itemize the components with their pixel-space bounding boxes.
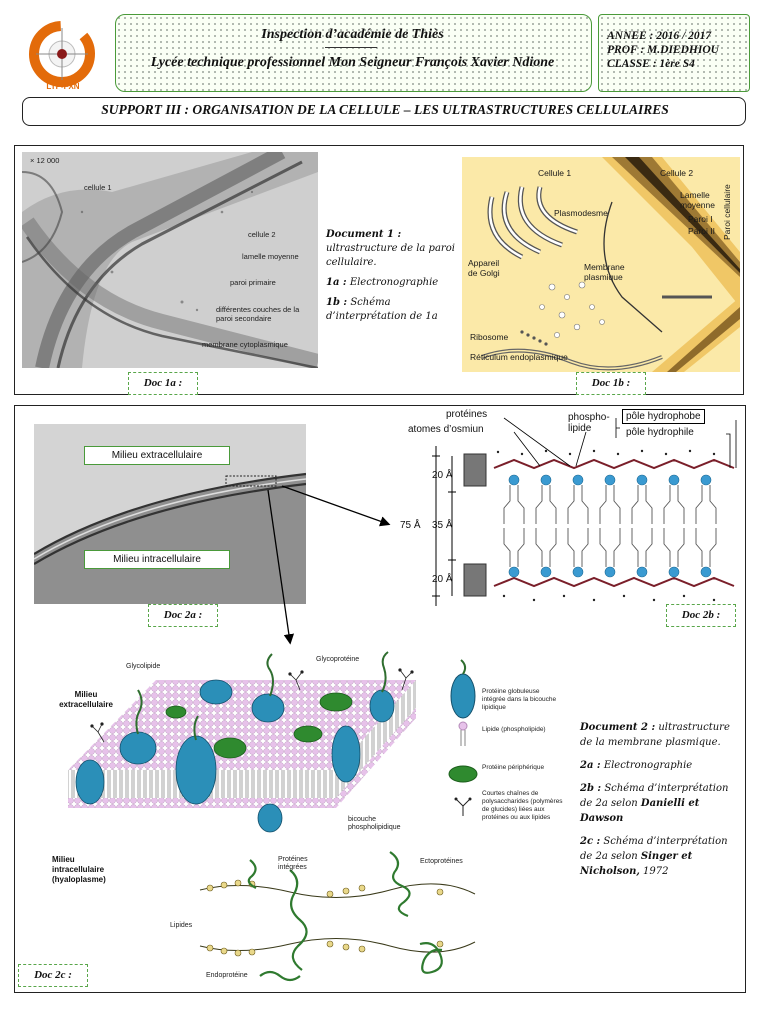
legend-icons xyxy=(448,659,478,816)
electron-micrograph-cell-wall xyxy=(22,152,318,368)
danielli-phospholipide: phospho- lipide xyxy=(568,412,610,434)
doc1-subtitle: ultrastructure de la paroi cellulaire. xyxy=(326,243,455,268)
school-logo xyxy=(29,21,95,87)
danielli-dawson-model xyxy=(424,446,740,606)
danielli-label-leaders xyxy=(503,417,737,468)
fluid-mosaic-model xyxy=(46,650,426,850)
teacher-name: PROF : M.DIEDHIOU xyxy=(607,44,719,56)
document2-caption: Document 2 : ultrastructure de la membra… xyxy=(580,720,740,879)
mosaic-milieu-extracellulaire: Milieu extracellulaire xyxy=(59,690,113,709)
doc2a-value: Electronographie xyxy=(603,760,693,771)
doc1a-value: Electronographie xyxy=(349,277,439,288)
magnification-label: × 12 000 xyxy=(30,156,60,165)
doc2c-value: Schéma d’interprétation de 2a selon xyxy=(580,836,728,862)
schema-paroi1: Paroi I xyxy=(688,214,713,224)
header-divider xyxy=(325,47,377,48)
schema-membrane-plasmique: Membrane plasmique xyxy=(584,262,625,282)
dim-75a: 75 Å xyxy=(400,520,421,531)
school-name: Lycée technique professionnel Mon Seigne… xyxy=(150,55,555,70)
mosaic-glycolipide: Glycolipide xyxy=(126,663,161,670)
danielli-pole-hydrophile: pôle hydrophile xyxy=(626,427,694,438)
sketch-proteines-integrees: Protéines intégrées xyxy=(278,856,308,871)
danielli-pole-hydrophobe: pôle hydrophobe xyxy=(622,409,705,424)
danielli-osmium: atomes d’osmiun xyxy=(408,424,484,435)
sketch-endoproteine: Endoprotéine xyxy=(206,972,248,979)
schema-cellule2: Cellule 2 xyxy=(660,168,694,178)
legend-chaines-polysaccharides: Courtes chaînes de polysaccharides (poly… xyxy=(482,790,563,821)
doc2a-label: Doc 2a : xyxy=(148,604,218,627)
inspection-title: Inspection d’académie de Thiès xyxy=(261,27,444,42)
doc2b-label: Doc 2b : xyxy=(666,604,736,627)
school-year: ANNEE : 2016 / 2017 xyxy=(607,30,712,42)
document1-caption: Document 1 : ultrastructure de la paroi … xyxy=(326,228,456,324)
label-cellule1: cellule 1 xyxy=(84,183,112,192)
header-info-box xyxy=(598,14,750,92)
label-lamelle-moyenne: lamelle moyenne xyxy=(242,252,299,261)
dim-35a: 35 Å xyxy=(432,520,453,531)
doc2-subtitle: ultrastructure de la membrane plasmique. xyxy=(580,722,730,748)
schema-plasmodesme: Plasmodesme xyxy=(554,208,608,218)
schema-reticulum: Réticulum endoplasmique xyxy=(470,352,568,362)
label-milieu-intracellulaire: Milieu intracellulaire xyxy=(84,550,230,569)
doc1b-value: Schéma d’interprétation de 1a xyxy=(326,297,438,322)
schema-ribosome: Ribosome xyxy=(470,332,509,342)
doc2c-year: 1972 xyxy=(643,866,669,877)
sketch-lipides: Lipides xyxy=(170,922,193,929)
legend-proteine-peripherique: Protéine périphérique xyxy=(482,764,545,771)
logo-caption: LTP-FXN xyxy=(46,82,80,91)
label-couches-paroi-secondaire: différentes couches de la paroi secondai… xyxy=(216,305,300,323)
support-title: SUPPORT III : ORGANISATION DE LA CELLULE… xyxy=(101,102,669,117)
doc1b-label: Doc 1b : xyxy=(576,372,646,395)
cell-wall-schema xyxy=(462,157,740,372)
doc2b-key: 2b : xyxy=(580,783,602,794)
label-paroi-primaire: paroi primaire xyxy=(230,278,276,287)
dim-20a-top: 20 Å xyxy=(432,470,453,481)
doc2-title: Document 2 : xyxy=(580,722,656,733)
mosaic-bicouche: bicouche phospholipidique xyxy=(348,816,401,831)
sketch-ectoproteines: Ectoprotéines xyxy=(420,858,463,865)
legend-proteine-globuleuse: Protéine globuleuse intégrée dans la bic… xyxy=(482,688,557,711)
doc1b-key: 1b : xyxy=(326,297,348,308)
doc2a-key: 2a : xyxy=(580,760,601,771)
title-bar xyxy=(22,97,746,126)
mosaic-milieu-intracellulaire: Milieu intracellulaire (hyaloplasme) xyxy=(52,855,106,884)
label-cellule2: cellule 2 xyxy=(248,230,276,239)
schema-lamelle-moyenne: Lamelle moyenne xyxy=(680,190,715,210)
legend-lipide: Lipide (phospholipide) xyxy=(482,726,546,733)
zoom-arrows xyxy=(267,485,391,645)
doc2c-authors: Singer et Nicholson, xyxy=(580,851,693,877)
danielli-proteines: protéines xyxy=(446,409,488,420)
doc1-title: Document 1 : xyxy=(326,229,402,240)
doc2b-value: Schéma d’interprétation de 2a selon xyxy=(580,783,729,809)
doc1a-label: Doc 1a : xyxy=(128,372,198,395)
dim-20a-bottom: 20 Å xyxy=(432,574,453,585)
singer-nicholson-sketch xyxy=(190,850,480,985)
header-institution-box xyxy=(115,14,592,92)
schema-paroi-cellulaire: Paroi cellulaire xyxy=(722,184,732,240)
label-milieu-extracellulaire: Milieu extracellulaire xyxy=(84,446,230,465)
label-membrane-cytoplasmique: membrane cytoplasmique xyxy=(202,340,288,349)
doc2c-label: Doc 2c : xyxy=(18,964,88,987)
class-name: CLASSE : 1ère S4 xyxy=(607,58,695,70)
schema-cellule1: Cellule 1 xyxy=(538,168,572,178)
doc2c-key: 2c : xyxy=(580,836,601,847)
schema-paroi2: Paroi II xyxy=(688,226,715,236)
schema-golgi: Appareil de Golgi xyxy=(468,258,500,278)
doc1a-key: 1a : xyxy=(326,277,347,288)
doc2b-authors: Danielli et Dawson xyxy=(580,798,700,824)
mosaic-glycoproteine: Glycoprotéine xyxy=(316,656,360,663)
